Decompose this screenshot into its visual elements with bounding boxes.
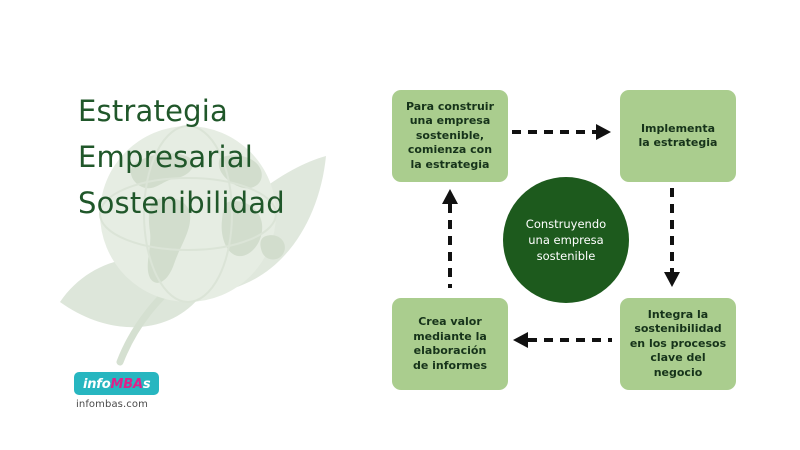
diagram-node-top-left[interactable]: Para construir una empresa sostenible, c…	[392, 90, 508, 182]
arrow-right-icon	[512, 124, 611, 140]
diagram-node-bottom-left[interactable]: Crea valor mediante la elaboración de in…	[392, 298, 508, 390]
node-label: Para construir una empresa sostenible, c…	[405, 99, 495, 171]
arrow-down-icon	[664, 188, 680, 287]
title-line-1: Estrategia	[78, 94, 228, 128]
center-circle-label: Construyendo una empresa sostenible	[525, 217, 607, 263]
left-panel: Estrategia Empresarial Sostenibilidad in…	[0, 0, 370, 450]
diagram-node-bottom-right[interactable]: Integra la sostenibilidad en los proceso…	[620, 298, 736, 390]
arrow-up-icon	[442, 189, 458, 288]
node-label: Integra la sostenibilidad en los proceso…	[629, 307, 727, 379]
cycle-diagram: Para construir una empresa sostenible, c…	[380, 80, 760, 400]
logo-pill: infoMBAs	[74, 372, 160, 395]
logo-text-s: s	[142, 377, 151, 392]
logo-domain-text: infombas.com	[76, 399, 148, 410]
page-title: Estrategia Empresarial Sostenibilidad	[78, 88, 368, 226]
brand-logo[interactable]: infoMBAs infombas.com	[74, 372, 160, 410]
title-line-3: Sostenibilidad	[78, 186, 285, 220]
logo-text-mba: MBA	[110, 377, 144, 392]
logo-text-info: info	[83, 377, 111, 392]
arrow-left-icon	[513, 332, 612, 348]
node-label: Crea valor mediante la elaboración de in…	[412, 315, 487, 372]
node-label: Implementa la estrategia	[638, 121, 718, 150]
diagram-node-top-right[interactable]: Implementa la estrategia	[620, 90, 736, 182]
diagram-center-circle[interactable]: Construyendo una empresa sostenible	[503, 177, 629, 303]
title-line-2: Empresarial	[78, 140, 253, 174]
